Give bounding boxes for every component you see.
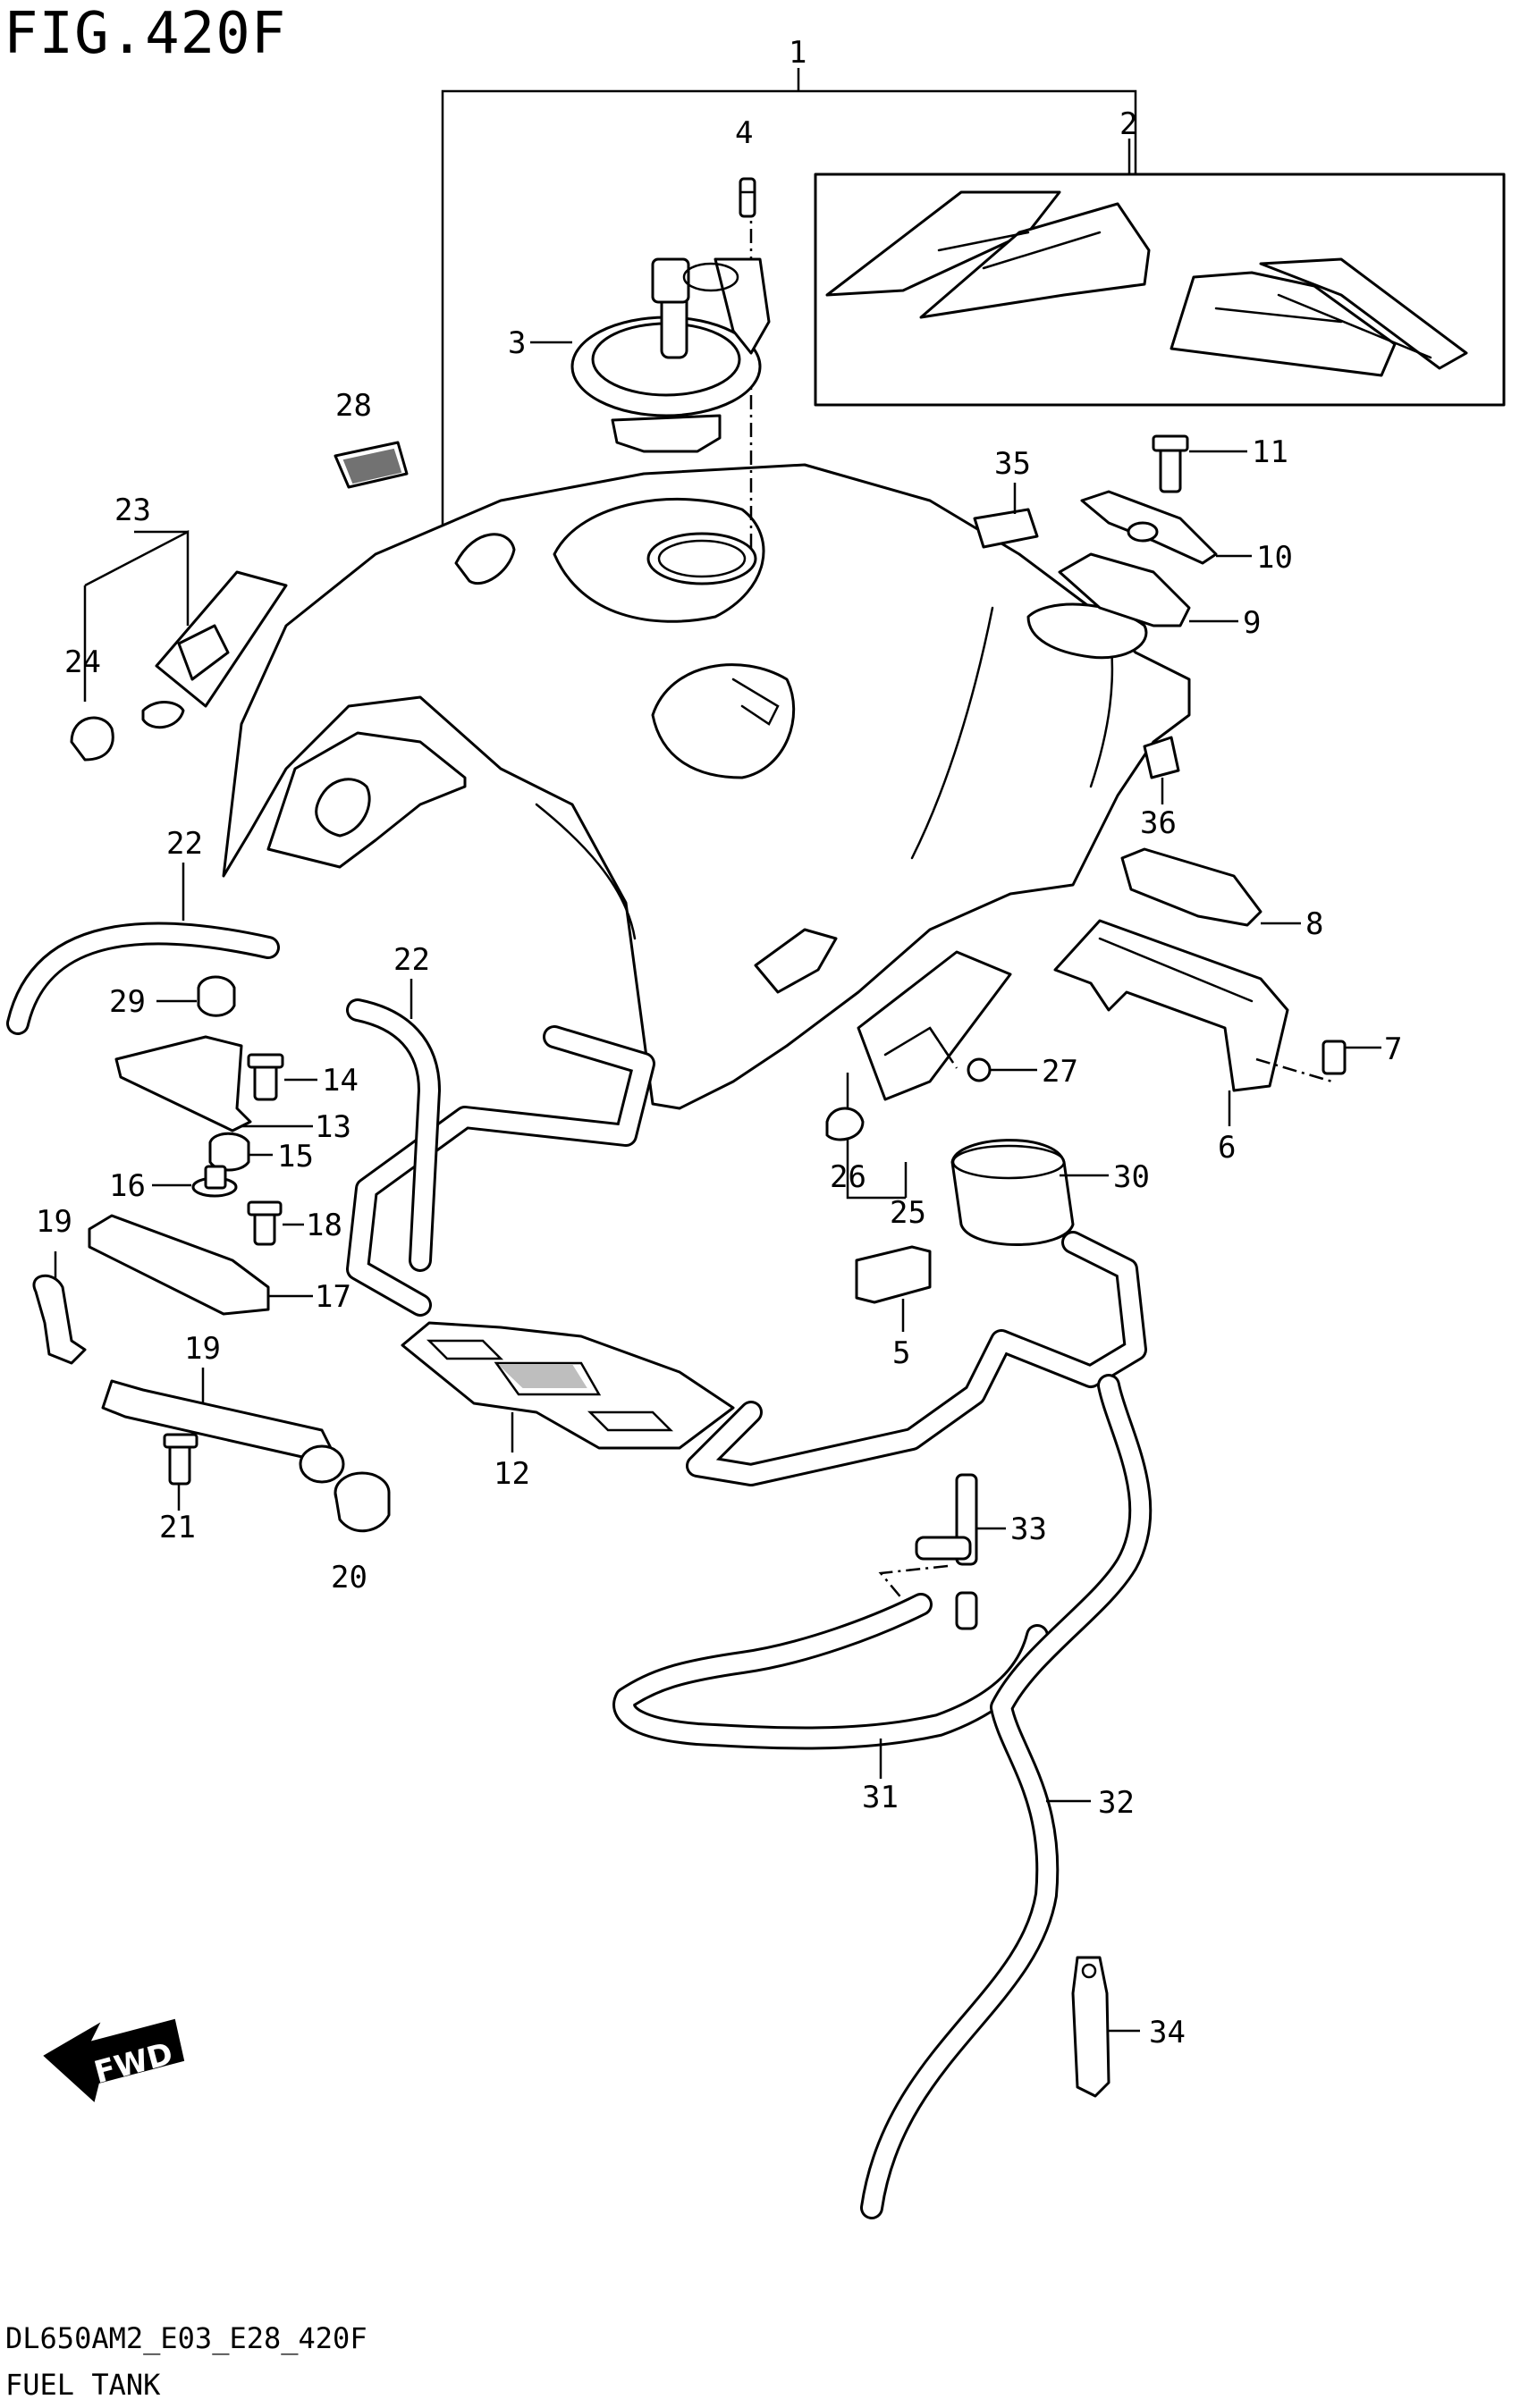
callout-32: 32 (1098, 1785, 1135, 1821)
model-code: DL650AM2_E03_E28_420F (5, 2321, 367, 2355)
pad-5 (855, 1245, 932, 1332)
cap-24 (70, 585, 114, 762)
callout-9: 9 (1243, 605, 1261, 641)
insulator-12 (401, 1321, 735, 1452)
callout-20: 20 (331, 1560, 367, 1596)
callout-30: 30 (1113, 1159, 1150, 1195)
callout-8: 8 (1305, 906, 1323, 942)
callout-19: 19 (36, 1204, 72, 1240)
callout-19-second: 19 (184, 1331, 221, 1367)
callout-26: 26 (830, 1159, 866, 1195)
bolt-14 (247, 1053, 317, 1101)
collar-16 (152, 1165, 238, 1198)
callout-6: 6 (1218, 1130, 1236, 1166)
callout-33: 33 (1010, 1511, 1047, 1547)
callout-1: 1 (789, 35, 806, 71)
front-bracket-6 (1053, 919, 1289, 1126)
figure-title: FIG.420F (4, 1, 287, 67)
clamp-19-lower (101, 1368, 345, 1484)
bolt-11 (1152, 434, 1247, 493)
cushion-15 (208, 1132, 273, 1172)
callout-labels: 1 2 3 4 5 6 7 8 9 10 11 12 13 14 15 16 1… (36, 35, 1402, 2050)
bolt-21 (163, 1433, 198, 1511)
callout-28: 28 (335, 388, 372, 424)
callout-23: 23 (114, 493, 151, 528)
fuel-tank-body (222, 463, 1191, 1110)
decal-36 (1143, 736, 1180, 804)
callout-16: 16 (109, 1168, 146, 1204)
callout-4: 4 (735, 115, 753, 151)
callout-35: 35 (994, 446, 1031, 482)
valve-23 (84, 529, 288, 729)
clip-19-upper (32, 1251, 87, 1365)
band-30 (950, 1139, 1109, 1246)
fuel-cap-assembly (530, 177, 771, 550)
callout-27: 27 (1042, 1054, 1078, 1090)
bolt-27 (928, 1027, 1037, 1082)
label-decal-28 (334, 441, 409, 489)
callout-10: 10 (1256, 540, 1293, 576)
callout-24: 24 (64, 644, 101, 680)
callout-22: 22 (166, 826, 203, 862)
callout-2: 2 (1119, 106, 1137, 142)
callout-21: 21 (159, 1510, 196, 1545)
callout-5: 5 (892, 1335, 910, 1371)
callout-18: 18 (306, 1208, 342, 1243)
bracket-13 (114, 1035, 313, 1132)
callout-31: 31 (862, 1780, 899, 1815)
bracket-17 (88, 1214, 313, 1316)
decal-35 (973, 483, 1039, 549)
tank-outline-hose (346, 1025, 1147, 1486)
callout-17: 17 (315, 1279, 351, 1315)
cushion-26 (825, 1107, 865, 1141)
figure-caption: FUEL TANK (5, 2368, 161, 2402)
bracket-10 (1080, 490, 1252, 565)
callout-11: 11 (1252, 434, 1288, 470)
group-bracket-1 (441, 68, 1137, 527)
grommet-20 (334, 1471, 391, 1533)
hose-32 (860, 1374, 1153, 2219)
cushion-9 (1058, 552, 1238, 627)
cushion-8 (1120, 847, 1301, 927)
hose-31 (612, 1593, 1049, 1779)
callout-14: 14 (322, 1063, 359, 1099)
cushion-29 (156, 975, 236, 1017)
bolt-18 (247, 1200, 304, 1246)
callout-36: 36 (1140, 805, 1177, 841)
hose-22-left (6, 863, 280, 1035)
callout-3: 3 (508, 325, 526, 361)
callout-29: 29 (109, 984, 146, 1020)
bolt-7 (1255, 1040, 1381, 1083)
decal-set-box (814, 139, 1506, 407)
callout-25: 25 (890, 1195, 926, 1231)
t-joint-33 (878, 1473, 1006, 1630)
callout-34: 34 (1149, 2015, 1186, 2050)
hose-22-center (346, 979, 441, 1272)
callout-22-second: 22 (393, 942, 430, 978)
clamp-34 (1071, 1956, 1140, 2098)
callout-13: 13 (315, 1109, 351, 1145)
callout-15: 15 (277, 1139, 314, 1175)
callout-12: 12 (494, 1456, 530, 1492)
forward-direction-arrow-icon: FWD (43, 2018, 185, 2102)
callout-7: 7 (1384, 1031, 1402, 1067)
